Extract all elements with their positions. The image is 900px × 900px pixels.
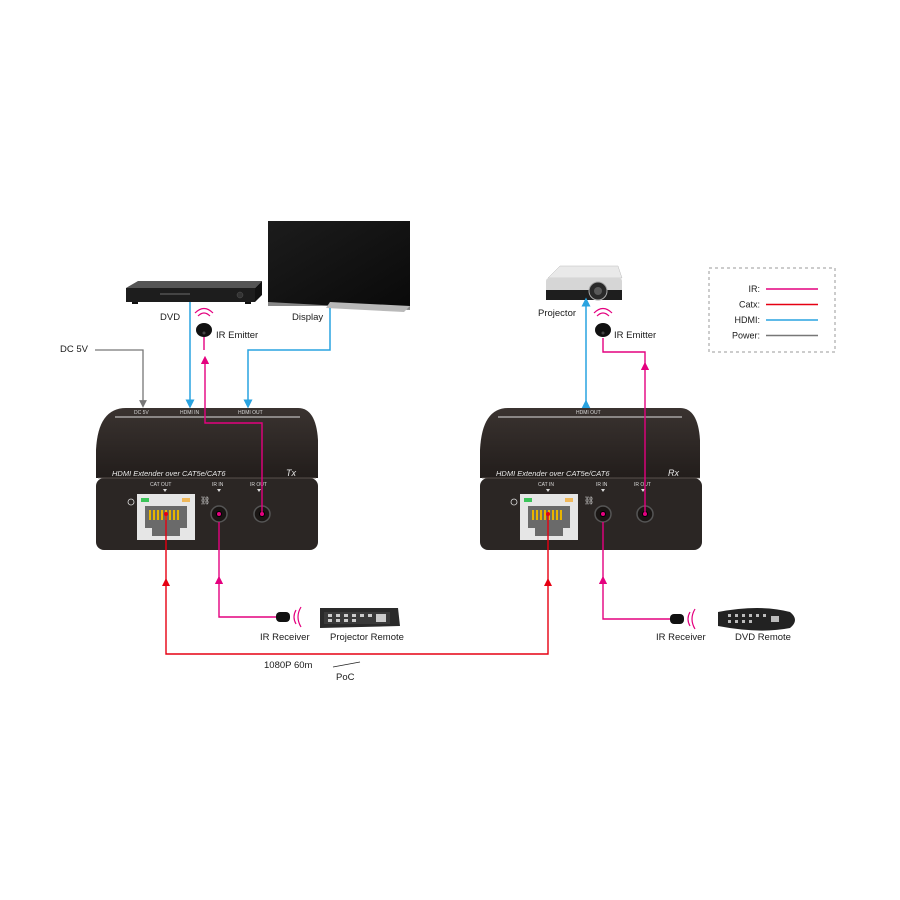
legend-label: IR: [748,284,760,294]
display-tv [268,221,410,312]
rx-title: HDMI Extender over CAT5e/CAT6 [496,469,610,478]
tx-extender [96,408,318,550]
tx-port-hdmi-in: HDMI IN [180,410,200,416]
projector-remote-icon [320,608,400,628]
link-icon: ⛓ [200,496,210,505]
legend [708,267,836,353]
tx-port-hdmi-out: HDMI OUT [238,410,263,416]
rx-cat-in-label: CAT IN [538,482,554,488]
distance-label: 1080P 60m [264,660,313,671]
ir-emitter-rx-label: IR Emitter [614,330,656,341]
catx-arrow-tx [162,578,170,586]
legend-label: Catx: [739,300,760,310]
dc5v-label: DC 5V [60,344,89,355]
ir-emitter-rx-icon [593,307,613,337]
ir-receiver-tx-icon [276,606,302,628]
dvd-player [126,281,262,304]
ir-receiver-tx-label: IR Receiver [260,632,310,643]
rx-badge: Rx [668,468,679,478]
ir-emitter-tx-label: IR Emitter [216,330,258,341]
tx-ir-out-label: IR OUT [250,482,267,488]
catx-arrow-rx [544,578,552,586]
rx-front-ports: ⛓ [510,489,654,540]
dvd-remote-icon [718,608,795,631]
rx-extender [480,408,702,550]
ir-cable-tx-receiver [214,575,278,618]
poc-label: PoC [336,672,355,683]
tx-title: HDMI Extender over CAT5e/CAT6 [112,469,226,478]
dvd-label: DVD [160,312,180,323]
poc-arrow [332,661,361,668]
tx-port-dc: DC 5V [134,410,149,416]
ir-receiver-rx-icon [670,608,696,630]
tx-cat-out-label: CAT OUT [150,482,171,488]
legend-label: Power: [732,331,760,341]
power-cable [95,349,147,408]
tx-badge: Tx [286,468,296,478]
rx-ir-out-label: IR OUT [634,482,651,488]
link-icon: ⛓ [584,496,594,505]
hdmi-cable-out-display [243,308,331,409]
ir-emitter-tx-icon [194,307,214,337]
ir-receiver-rx-label: IR Receiver [656,632,706,643]
projector-label: Projector [538,308,576,319]
power-icon [127,498,135,506]
dvd-remote-label: DVD Remote [735,632,791,643]
rx-ir-in-label: IR IN [596,482,608,488]
legend-label: HDMI: [735,315,761,325]
rx-port-hdmi-out: HDMI OUT [576,410,601,416]
rj45-port-rx [520,494,578,540]
display-label: Display [292,312,323,323]
ir-cable-tx-emitter [200,355,263,514]
projector-device [546,265,623,301]
projector-remote-label: Projector Remote [330,632,404,643]
power-icon [510,498,518,506]
ir-cable-rx-receiver [598,575,670,620]
tx-ir-in-label: IR IN [212,482,224,488]
